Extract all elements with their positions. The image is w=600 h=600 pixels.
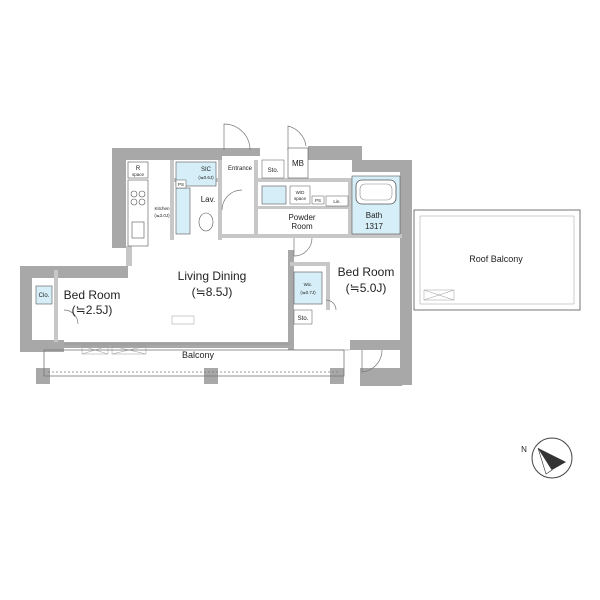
kitchen-label: Kitchen (154, 206, 170, 211)
powder-room-label-1: Powder (288, 213, 315, 222)
lav-counter (175, 187, 191, 235)
wd-space-box (289, 185, 311, 205)
compass: N (521, 437, 573, 479)
sink-icon (131, 221, 145, 239)
bathtub (355, 179, 397, 205)
lav-label: Lav. (201, 195, 216, 204)
ps-box-1 (175, 179, 187, 189)
bed-room-left-area: (≒2.5J) (72, 303, 113, 317)
sto-entrance-box (261, 159, 285, 179)
mb-box (287, 147, 309, 179)
r-label-2: space (132, 172, 145, 177)
toilet-icon (198, 212, 214, 232)
powder-room-label-2: Room (291, 222, 313, 231)
wic-area (293, 271, 323, 305)
lin-box (325, 195, 349, 207)
kitchen-area: (≒3.0J) (154, 213, 170, 218)
compass-needle-icon (538, 448, 566, 470)
stove-burner-icon (130, 190, 138, 198)
lin-label: Lin. (333, 199, 340, 204)
room-labels: Living Dining (≒8.5J) Bed Room (≒2.5J) B… (39, 159, 524, 360)
entrance-label: Entrance (228, 166, 253, 172)
roof-balcony-outline (413, 209, 581, 311)
sto-bed-box (293, 309, 313, 325)
sto-bed-label: Sto. (298, 316, 309, 322)
sic-area-label: (≒0.6J) (198, 175, 214, 180)
wic-label: Wic. (304, 282, 313, 287)
exterior-walls (20, 146, 412, 386)
kitchen-counter (127, 179, 149, 247)
bed-room-right-area: (≒5.0J) (346, 281, 387, 295)
mb-label: MB (292, 159, 304, 168)
entrance-door-icon (223, 123, 251, 151)
roof-balcony-label: Roof Balcony (469, 254, 523, 264)
ps-label-2: PS (315, 198, 321, 203)
clo-area (35, 285, 53, 305)
sto-entrance-label: Sto. (268, 168, 279, 174)
living-dining-label: Living Dining (178, 269, 247, 283)
wd-label-2: space (294, 196, 307, 201)
sic-label: SIC (201, 167, 212, 173)
compass-north-label: N (521, 445, 527, 454)
living-dining-area: (≒8.5J) (192, 285, 233, 299)
ps-box-2 (311, 195, 325, 205)
ps-label-1: PS (178, 182, 184, 187)
wic-area-label: (≒0.7J) (300, 290, 316, 295)
bath-label: Bath (366, 211, 382, 220)
balcony-outline (43, 349, 345, 377)
balcony-label: Balcony (182, 350, 215, 360)
washbasin (261, 185, 287, 205)
bed-room-left-label: Bed Room (64, 288, 121, 302)
fridge-space (127, 161, 149, 179)
door-swings (63, 123, 383, 373)
bath-size: 1317 (365, 222, 383, 231)
bed-room-right-label: Bed Room (338, 265, 395, 279)
r-label-1: R (136, 166, 141, 172)
clo-label: Clo. (39, 293, 50, 299)
wd-label-1: W/D (296, 190, 305, 195)
